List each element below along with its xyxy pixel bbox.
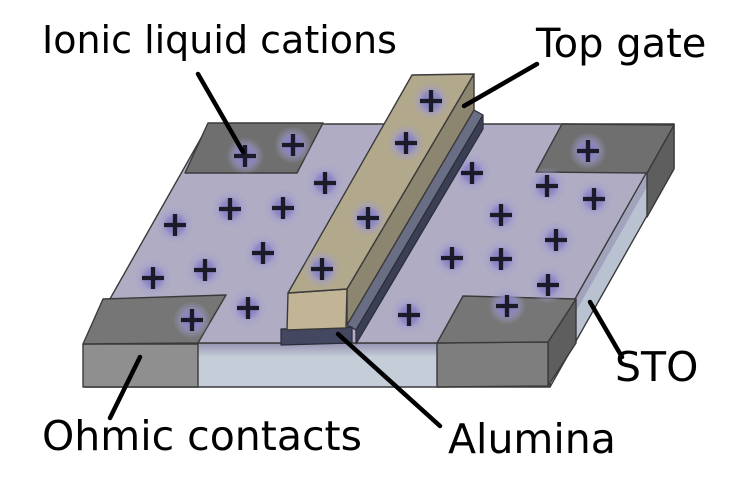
cation-plus-icon bbox=[311, 258, 333, 280]
cation bbox=[412, 82, 450, 120]
cation-plus-icon bbox=[237, 297, 259, 319]
cation-plus-icon bbox=[357, 207, 379, 229]
cation bbox=[274, 126, 312, 164]
cation bbox=[173, 301, 211, 339]
cation bbox=[226, 137, 264, 175]
cation bbox=[529, 266, 567, 304]
cation-plus-icon bbox=[490, 248, 512, 270]
leader-ionic-cations bbox=[195, 71, 246, 155]
cation bbox=[482, 196, 520, 234]
cation bbox=[186, 251, 224, 289]
cation-plus-icon bbox=[219, 198, 241, 220]
cation-plus-icon bbox=[282, 134, 304, 156]
front-left-contact-front bbox=[82, 343, 199, 388]
leader-sto bbox=[587, 299, 625, 360]
label-top-gate: Top gate bbox=[536, 21, 707, 67]
cation-plus-icon bbox=[441, 247, 463, 269]
leader-top-gate bbox=[461, 61, 540, 109]
liquid-edge-front bbox=[198, 344, 437, 357]
cation-plus-icon bbox=[252, 242, 274, 264]
cation-plus-icon bbox=[583, 188, 605, 210]
label-ionic-liquid-cations: Ionic liquid cations bbox=[42, 18, 397, 62]
label-alumina: Alumina bbox=[448, 415, 616, 463]
cation-plus-icon bbox=[536, 175, 558, 197]
cation-plus-icon bbox=[490, 204, 512, 226]
cation bbox=[156, 206, 194, 244]
cation-plus-icon bbox=[395, 132, 417, 154]
cation bbox=[575, 180, 613, 218]
cation bbox=[134, 259, 172, 297]
cation bbox=[482, 240, 520, 278]
top-gate-top bbox=[287, 73, 475, 294]
leader-alumina bbox=[335, 331, 443, 429]
cation bbox=[537, 221, 575, 259]
cation bbox=[569, 132, 607, 170]
cation-plus-icon bbox=[398, 304, 420, 326]
cation-plus-icon bbox=[577, 140, 599, 162]
cation-plus-icon bbox=[181, 309, 203, 331]
cation bbox=[306, 164, 344, 202]
cation-plus-icon bbox=[537, 274, 559, 296]
cation-plus-icon bbox=[164, 214, 186, 236]
label-sto: STO bbox=[615, 343, 699, 391]
front-right-contact-front bbox=[436, 341, 549, 388]
cation-plus-icon bbox=[545, 229, 567, 251]
cation-plus-icon bbox=[142, 267, 164, 289]
cation-plus-icon bbox=[496, 295, 518, 317]
cation bbox=[211, 190, 249, 228]
cation-plus-icon bbox=[314, 172, 336, 194]
cation bbox=[303, 250, 341, 288]
cation bbox=[528, 167, 566, 205]
cation bbox=[349, 199, 387, 237]
cation bbox=[433, 239, 471, 277]
cation-plus-icon bbox=[420, 90, 442, 112]
cation bbox=[244, 234, 282, 272]
cation-plus-icon bbox=[194, 259, 216, 281]
cation bbox=[387, 124, 425, 162]
cation-plus-icon bbox=[234, 145, 256, 167]
leader-ohmic-contacts bbox=[107, 354, 143, 421]
cation bbox=[390, 296, 428, 334]
cation bbox=[488, 287, 526, 325]
label-ohmic-contacts: Ohmic contacts bbox=[42, 412, 362, 460]
cation-plus-icon bbox=[272, 197, 294, 219]
alumina-layer-side bbox=[355, 114, 484, 345]
cation-plus-icon bbox=[461, 162, 483, 184]
cation bbox=[264, 189, 302, 227]
top-gate-front bbox=[286, 288, 348, 331]
cation bbox=[229, 289, 267, 327]
